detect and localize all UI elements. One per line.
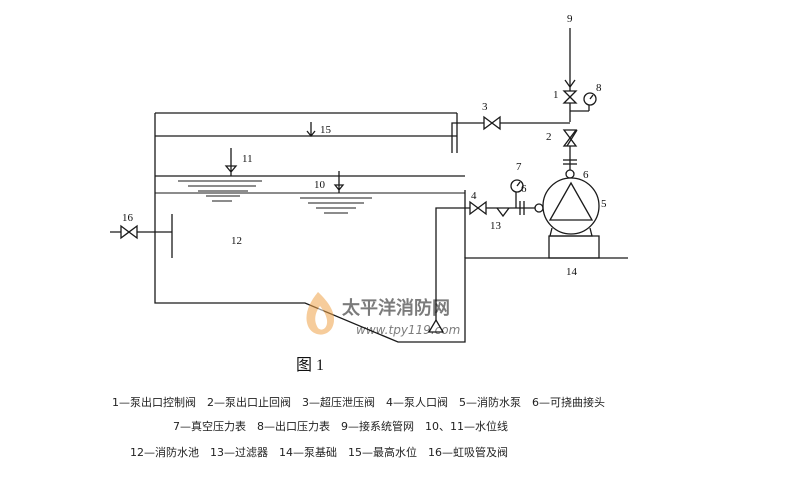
label-15: 15 — [320, 124, 332, 136]
label-14: 14 — [566, 266, 578, 278]
legend-line-3: 12—消防水池 13—过滤器 14—泵基础 15—最高水位 16—虹吸管及阀 — [130, 445, 508, 459]
diagram-lines — [110, 28, 628, 343]
label-5: 5 — [601, 198, 607, 210]
control-valve-1 — [562, 90, 578, 104]
watermark: 太平洋消防网 www.tpy119.com — [306, 292, 460, 337]
relief-pipe — [451, 122, 570, 153]
foot-valve — [427, 318, 445, 333]
legend-line-2: 7—真空压力表 8—出口压力表 9—接系统管网 10、11—水位线 — [173, 419, 508, 433]
gauge-7-needle — [516, 181, 521, 187]
label-13: 13 — [490, 220, 502, 232]
figure-title: 图 1 — [296, 357, 324, 374]
label-3: 3 — [482, 101, 488, 113]
level-marker-10 — [333, 171, 345, 193]
fire-pump-5 — [542, 177, 600, 235]
relief-valve-3 — [483, 115, 501, 131]
label-6-top: 6 — [583, 169, 589, 181]
filter-13 — [496, 207, 510, 218]
siphon-valve-16 — [120, 224, 138, 240]
pipe-arrow-9 — [564, 79, 576, 89]
pump-impeller-triangle — [548, 181, 594, 221]
diagram-labels: 1 2 3 4 5 6 6 7 8 9 10 11 12 13 14 15 16 — [122, 13, 607, 278]
level-marker-11 — [224, 148, 238, 176]
watermark-brand: 太平洋消防网 — [342, 297, 450, 319]
check-valve-flap — [566, 129, 578, 147]
label-4: 4 — [471, 190, 477, 202]
pump-outlet-flange — [565, 169, 575, 179]
label-9: 9 — [567, 13, 573, 25]
legend-line-1: 1—泵出口控制阀 2—泵出口止回阀 3—超压泄压阀 4—泵人口阀 5—消防水泵 … — [112, 395, 605, 409]
suction-pipe — [435, 207, 470, 322]
label-8: 8 — [596, 82, 602, 94]
legend: 1—泵出口控制阀 2—泵出口止回阀 3—超压泄压阀 4—泵人口阀 5—消防水泵 … — [112, 395, 605, 459]
water-ripples-10 — [300, 197, 372, 214]
label-12: 12 — [231, 235, 242, 247]
label-11: 11 — [242, 153, 253, 165]
label-16: 16 — [122, 212, 134, 224]
label-10: 10 — [314, 179, 326, 191]
check-valve-2 — [562, 129, 578, 147]
pump-foundation-14 — [548, 235, 600, 259]
watermark-url: www.tpy119.com — [356, 323, 460, 337]
gauge-8-needle — [589, 94, 594, 100]
pump-inlet-valve-4 — [469, 200, 487, 216]
label-6-side: 6 — [521, 183, 527, 195]
label-7: 7 — [516, 161, 522, 173]
label-2: 2 — [546, 131, 552, 143]
flame-logo-inner-icon — [315, 306, 328, 330]
level-marker-15 — [306, 122, 316, 138]
label-1: 1 — [553, 89, 559, 101]
pump-inlet-flange — [534, 203, 544, 213]
water-ripples-11 — [178, 180, 262, 202]
